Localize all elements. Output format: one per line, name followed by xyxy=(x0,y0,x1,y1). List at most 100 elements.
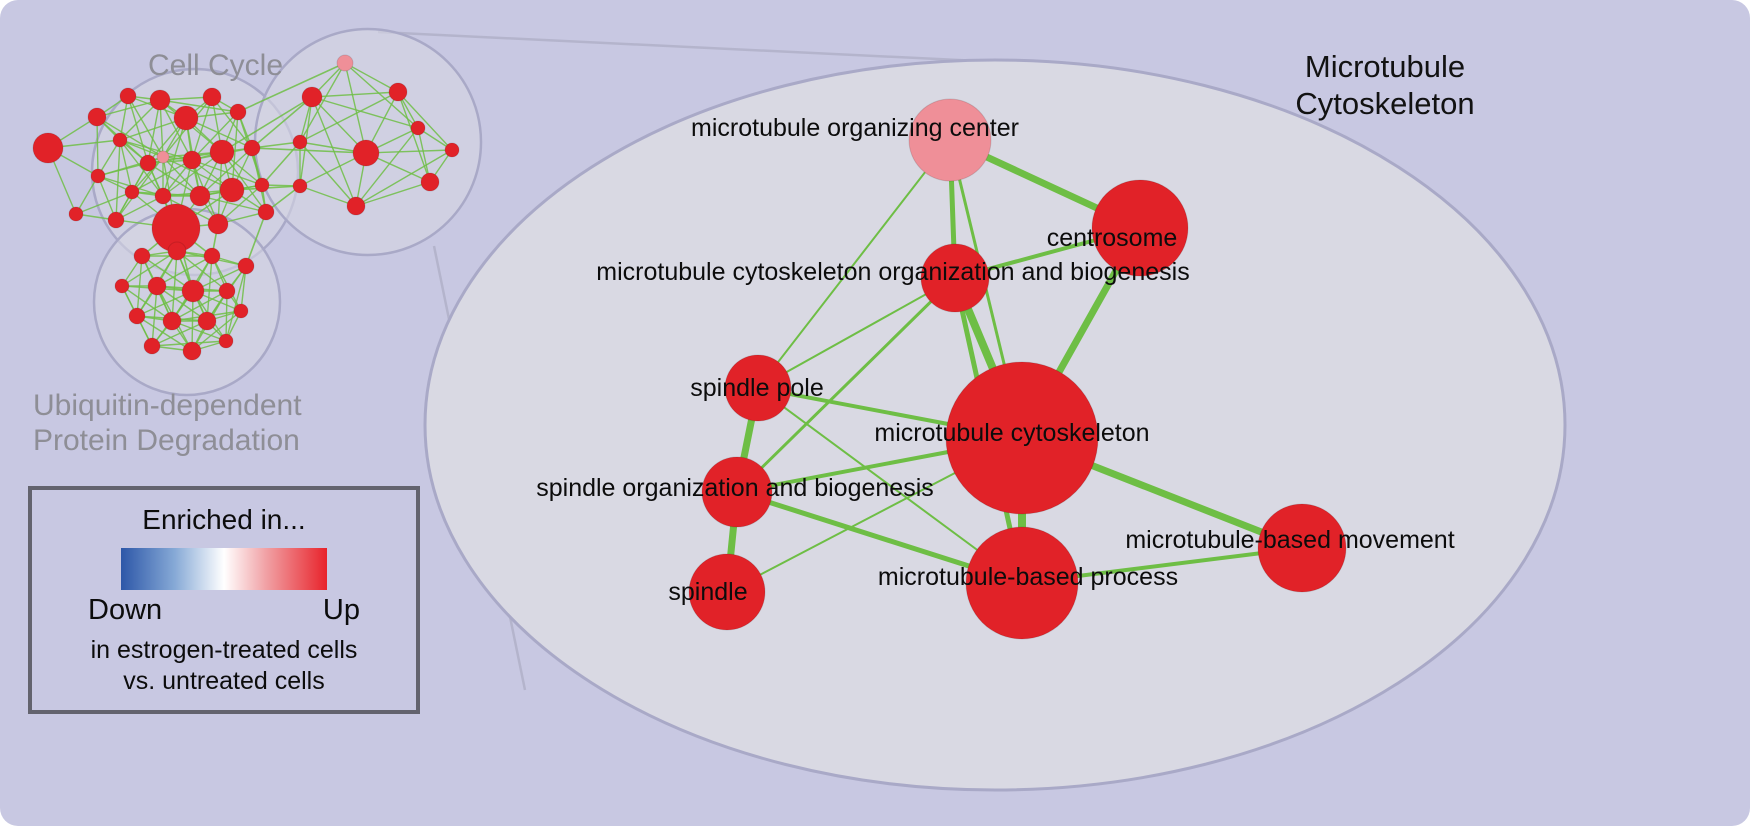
overview-edge xyxy=(311,91,399,98)
overview-edge xyxy=(251,141,301,149)
overview-edge xyxy=(199,195,267,213)
overview-node-36 xyxy=(203,247,221,265)
overview-edge xyxy=(127,95,149,164)
overview-edge xyxy=(162,117,187,197)
overview-edge xyxy=(355,149,453,207)
overview-node-44 xyxy=(197,311,217,331)
node-label-mc: microtubule cytoskeleton xyxy=(874,419,1149,447)
node-label-spindle-pole: spindle pole xyxy=(690,374,823,402)
legend-title: Enriched in... xyxy=(142,504,306,535)
overview-edge xyxy=(162,151,223,197)
overview-node-3 xyxy=(149,89,171,111)
node-label-moc: microtubule organizing center xyxy=(691,114,1019,142)
overview-node-18 xyxy=(254,177,270,193)
overview-edge xyxy=(156,285,208,322)
overview-node-40 xyxy=(181,279,205,303)
overview-edge xyxy=(217,151,223,225)
zoom-connector-line-0 xyxy=(377,30,1001,64)
node-label-mbm: microtubule-based movement xyxy=(1125,526,1454,554)
node-mbm xyxy=(1257,503,1347,593)
figure-title: Microtubule Cytoskeleton xyxy=(1240,48,1530,122)
ubiquitin-label-line1: Ubiquitin-dependent xyxy=(33,389,302,422)
overview-node-31 xyxy=(420,172,440,192)
overview-node-5 xyxy=(202,87,222,107)
overview-edge xyxy=(299,185,357,207)
legend-caption-line1: in estrogen-treated cells xyxy=(90,636,358,664)
overview-edge xyxy=(225,290,228,342)
overview-edge xyxy=(191,111,239,161)
overview-edge xyxy=(75,175,99,215)
overview-edge xyxy=(237,62,346,113)
overview-edge xyxy=(397,91,431,183)
node-mcob xyxy=(920,243,990,313)
overview-edge xyxy=(299,91,399,143)
overview-node-25 xyxy=(301,86,323,108)
overview-edge xyxy=(199,147,253,197)
cell-cycle-label-text: Cell Cycle xyxy=(148,49,284,82)
overview-edge xyxy=(131,159,193,193)
overview-edge xyxy=(121,285,173,322)
overview-edge xyxy=(171,290,228,322)
overview-node-30 xyxy=(444,142,460,158)
node-spindle-pole xyxy=(724,354,792,422)
edge-mcob-sob xyxy=(735,276,957,494)
overview-node-34 xyxy=(133,247,151,265)
overview-edge xyxy=(119,139,133,193)
overview-edge xyxy=(151,320,208,347)
overview-edge xyxy=(119,139,164,158)
overview-node-45 xyxy=(233,303,249,319)
overview-edge xyxy=(245,211,267,267)
overview-edge xyxy=(299,141,357,207)
overview-node-35 xyxy=(167,241,187,261)
overview-node-43 xyxy=(162,311,182,331)
overview-node-0 xyxy=(32,132,64,164)
overview-node-4 xyxy=(173,105,199,131)
overview-node-20 xyxy=(107,211,125,229)
overview-node-39 xyxy=(147,276,167,296)
overview-edge xyxy=(171,320,227,342)
legend-gradient-bar xyxy=(121,548,327,590)
overview-edge xyxy=(221,151,267,213)
overview-edge xyxy=(211,96,253,149)
overview-node-1 xyxy=(87,107,107,127)
node-mc xyxy=(945,361,1099,515)
cluster-label-cell-cycle: Cell Cycle xyxy=(148,48,283,83)
overview-node-22 xyxy=(207,213,229,235)
node-label-centrosome: centrosome xyxy=(1047,224,1178,252)
overview-node-26 xyxy=(388,82,408,102)
overview-node-32 xyxy=(346,196,366,216)
ubiquitin-label-line2: Protein Degradation xyxy=(33,424,300,458)
edge-moc-spindle-pole xyxy=(757,139,951,389)
overview-node-47 xyxy=(182,341,202,361)
overview-node-11 xyxy=(209,139,235,165)
overview-edge xyxy=(119,139,193,161)
overview-edge xyxy=(127,95,164,158)
overview-node-16 xyxy=(189,185,211,207)
edge-mcob-spindle-pole xyxy=(757,277,956,389)
overview-node-13 xyxy=(90,168,106,184)
legend-caption-line2: vs. untreated cells xyxy=(123,667,325,696)
node-centrosome xyxy=(1091,179,1189,277)
node-label-sob: spindle organization and biogenesis xyxy=(536,474,934,502)
legend-caption: in estrogen-treated cells vs. untreated … xyxy=(32,635,416,698)
overview-node-7 xyxy=(112,132,128,148)
overview-edge xyxy=(75,191,133,215)
overview-edge xyxy=(221,96,313,153)
overview-node-24 xyxy=(336,54,354,72)
overview-node-46 xyxy=(143,337,161,355)
node-spindle xyxy=(688,553,766,631)
legend-ends: Down Up xyxy=(88,594,360,627)
overview-node-48 xyxy=(218,333,234,349)
overview-edge xyxy=(251,147,367,154)
overview-node-33 xyxy=(292,178,308,194)
overview-node-28 xyxy=(352,139,380,167)
overview-edge xyxy=(96,99,161,118)
overview-node-9 xyxy=(156,150,170,164)
legend-down-label: Down xyxy=(88,594,163,626)
overview-edge xyxy=(147,162,201,197)
overview-node-15 xyxy=(154,187,172,205)
overview-node-38 xyxy=(114,278,130,294)
overview-node-37 xyxy=(237,257,255,275)
